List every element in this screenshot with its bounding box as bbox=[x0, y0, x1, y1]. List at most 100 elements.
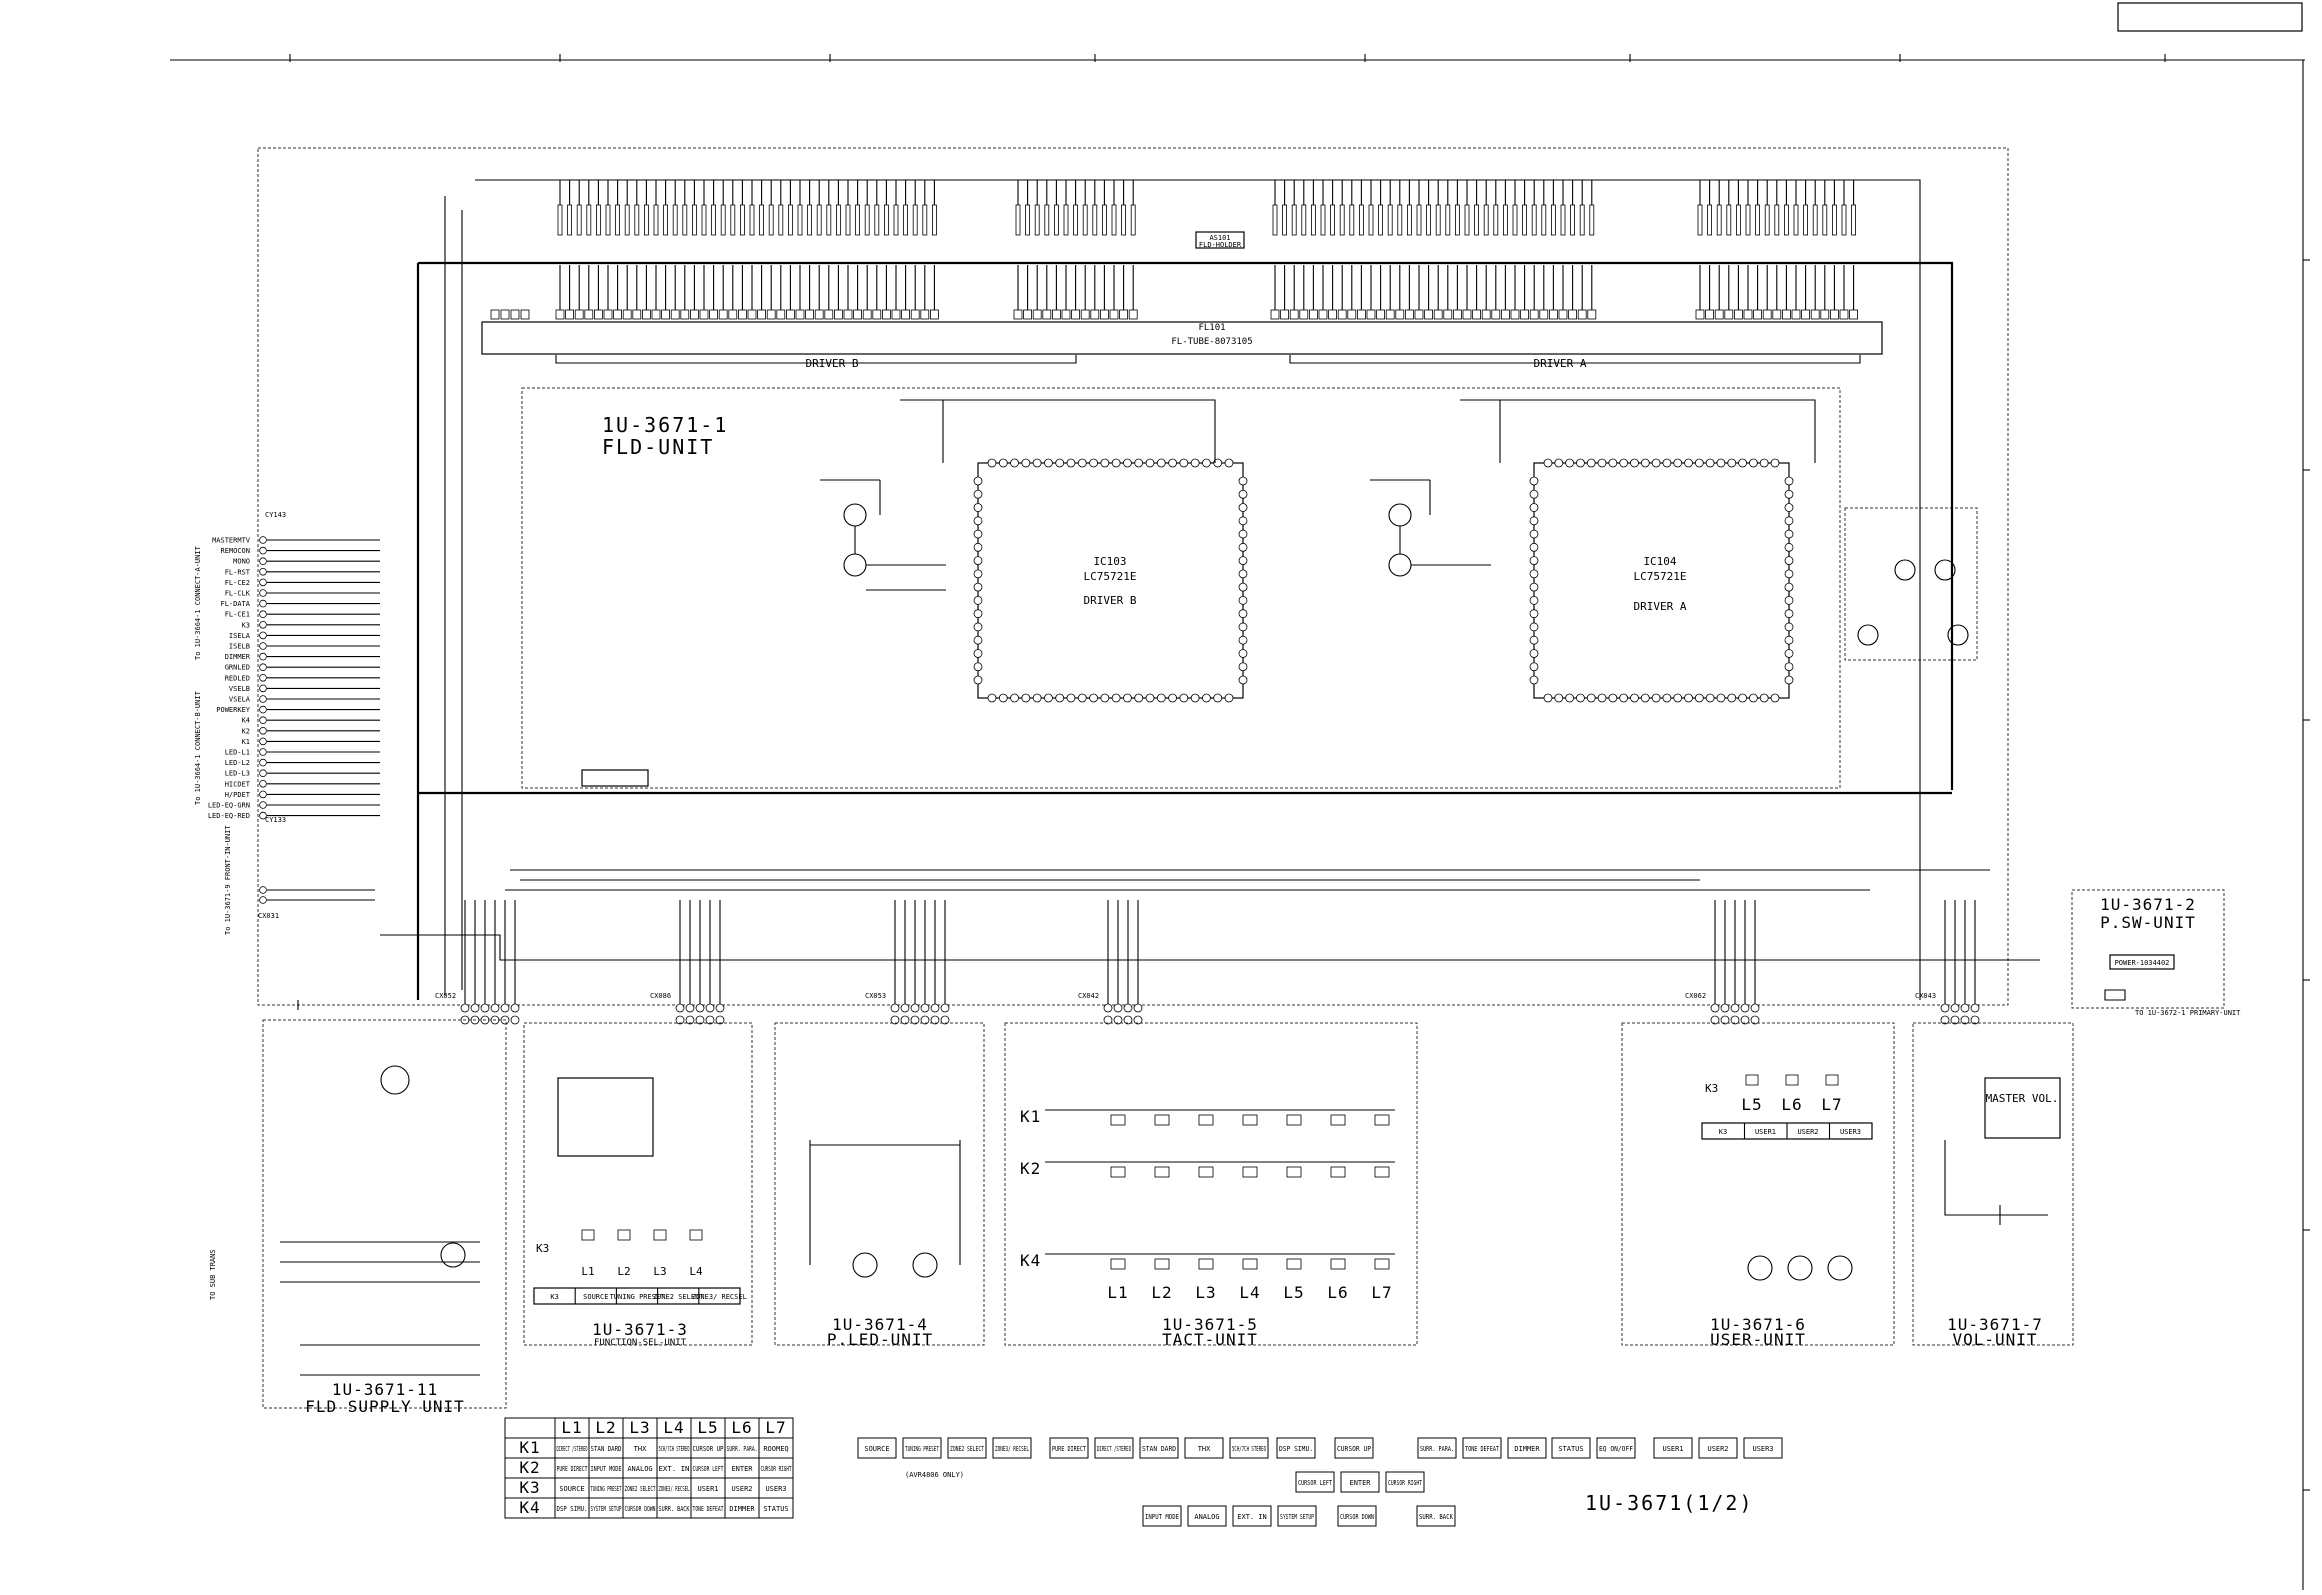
pullup-resistor bbox=[932, 204, 937, 236]
ic-pin bbox=[1651, 458, 1661, 468]
ic-pin bbox=[1529, 635, 1539, 645]
bottom-connector-pin bbox=[510, 1015, 520, 1025]
tube-pin bbox=[1109, 309, 1119, 320]
pled-number: 1U-3671-4 bbox=[832, 1315, 928, 1334]
ic104-ref: IC104 bbox=[1643, 555, 1676, 568]
eq-led-cluster bbox=[1844, 507, 1978, 661]
bottom-connector-pin bbox=[460, 1003, 470, 1013]
tube-pin bbox=[1309, 309, 1318, 320]
ic-pin bbox=[987, 693, 997, 703]
pullup-resistor bbox=[826, 204, 832, 236]
panel-button bbox=[1334, 1437, 1374, 1459]
ic-pin bbox=[1044, 458, 1053, 468]
bottom-connector-pin bbox=[940, 1003, 950, 1013]
tube-pin bbox=[670, 309, 680, 320]
tact-col-label: L7 bbox=[1371, 1283, 1392, 1302]
connector-pin bbox=[259, 811, 267, 820]
pullup-resistor bbox=[1426, 204, 1431, 236]
connector-pin bbox=[259, 705, 267, 714]
ic-pin bbox=[1179, 693, 1189, 703]
key-table-cell-label: USER3 bbox=[765, 1485, 786, 1493]
tube-pin bbox=[642, 309, 651, 320]
pullup-resistor bbox=[864, 204, 870, 236]
ruler-ticks bbox=[289, 54, 2310, 1491]
tact-switch bbox=[1286, 1166, 1302, 1178]
ic-pin bbox=[1529, 569, 1539, 579]
pullup-resistor bbox=[1707, 204, 1712, 236]
ic-pin bbox=[1784, 503, 1794, 512]
panel-button-label: THX bbox=[1198, 1445, 1211, 1453]
panel-button bbox=[1049, 1437, 1089, 1459]
pullup-resistor bbox=[1121, 204, 1126, 236]
tube-pin bbox=[699, 309, 709, 320]
pullup-resistor bbox=[663, 204, 668, 236]
tube-pins bbox=[490, 265, 1858, 320]
fsel-key-label: ZONE3/ RECSEL bbox=[692, 1293, 747, 1301]
left-signal-label: FL-CLK bbox=[225, 590, 251, 598]
pullup-resistor bbox=[1368, 204, 1374, 236]
fsel-col-label: L1 bbox=[581, 1265, 594, 1278]
ic-pin bbox=[1784, 649, 1794, 658]
page-frame bbox=[170, 2, 2305, 1590]
ic-pin bbox=[1238, 662, 1248, 672]
ic-pin bbox=[1684, 693, 1693, 703]
key-table-cell-label: ANALOG bbox=[627, 1465, 652, 1473]
key-table-cell-label: STATUS bbox=[763, 1505, 788, 1513]
pullup-resistor bbox=[1726, 204, 1732, 236]
pullup-resistor bbox=[1397, 204, 1403, 236]
ic-pin bbox=[1021, 458, 1031, 468]
tact-switch bbox=[1110, 1258, 1126, 1270]
ic-pin bbox=[1529, 596, 1539, 605]
bottom-connector-pin bbox=[1720, 1003, 1730, 1013]
left-signal-label: GRNLED bbox=[225, 664, 250, 672]
tube-pin bbox=[661, 309, 670, 320]
pullup-resistor bbox=[749, 204, 755, 236]
bottom-connector-pin bbox=[1133, 1003, 1143, 1013]
key-table-col-label: L4 bbox=[663, 1418, 684, 1437]
panel-button bbox=[1295, 1471, 1335, 1493]
panel-button-label: DSP SIMU. bbox=[1279, 1445, 1313, 1453]
bottom-connector-pin bbox=[1113, 1015, 1123, 1025]
tube-pin bbox=[555, 309, 565, 320]
ic-pin bbox=[1640, 693, 1650, 703]
left-signal-label: LED-L2 bbox=[225, 759, 250, 767]
ic-pin bbox=[1066, 693, 1076, 703]
panel-button bbox=[1416, 1505, 1456, 1527]
ic-pin bbox=[1032, 458, 1042, 468]
key-table-cell-label: THX bbox=[634, 1445, 647, 1453]
tact-switch bbox=[653, 1229, 667, 1241]
ic-pin bbox=[1529, 609, 1539, 619]
pullup-resistor bbox=[1745, 204, 1751, 236]
bottom-connector-pin bbox=[940, 1015, 950, 1025]
pullup-resistor bbox=[1073, 204, 1078, 236]
tube-pin bbox=[1414, 309, 1424, 320]
bottom-connector-label: CX062 bbox=[1685, 992, 1706, 1000]
user-name: USER-UNIT bbox=[1710, 1330, 1806, 1349]
ic-pin bbox=[1784, 516, 1794, 526]
cy133-label: CY133 bbox=[265, 816, 286, 824]
tube-pin bbox=[1568, 309, 1577, 320]
psw-number: 1U-3671-2 bbox=[2100, 895, 2196, 914]
tube-pin bbox=[882, 309, 891, 320]
pullup-resistor bbox=[1015, 204, 1021, 236]
ic-pin bbox=[1238, 596, 1248, 605]
pullup-resistor bbox=[1589, 204, 1595, 236]
pullup-resistor bbox=[1822, 204, 1828, 236]
pullup-resistor bbox=[903, 204, 908, 236]
panel-button bbox=[1277, 1505, 1317, 1527]
tube-pin bbox=[1801, 309, 1810, 320]
holder-ref: AS101 bbox=[1209, 234, 1230, 242]
subunit-vol: MASTER VOL. 1U-3671-7 VOL-UNIT bbox=[1912, 1022, 2074, 1349]
ic-pin bbox=[1529, 489, 1539, 499]
bottom-connector-pin bbox=[695, 1003, 705, 1013]
pullup-resistor bbox=[740, 204, 745, 236]
driver-a-label: DRIVER A bbox=[1534, 357, 1587, 370]
connector-pin bbox=[259, 758, 267, 767]
key-table-cell-label: TUNING PRESET bbox=[591, 1485, 622, 1493]
panel-button-label: SOURCE bbox=[864, 1445, 889, 1453]
connector-pin bbox=[259, 610, 267, 618]
connector-pin bbox=[259, 578, 267, 587]
tube-pin bbox=[1724, 309, 1734, 320]
bottom-connector-pin bbox=[715, 1015, 725, 1025]
